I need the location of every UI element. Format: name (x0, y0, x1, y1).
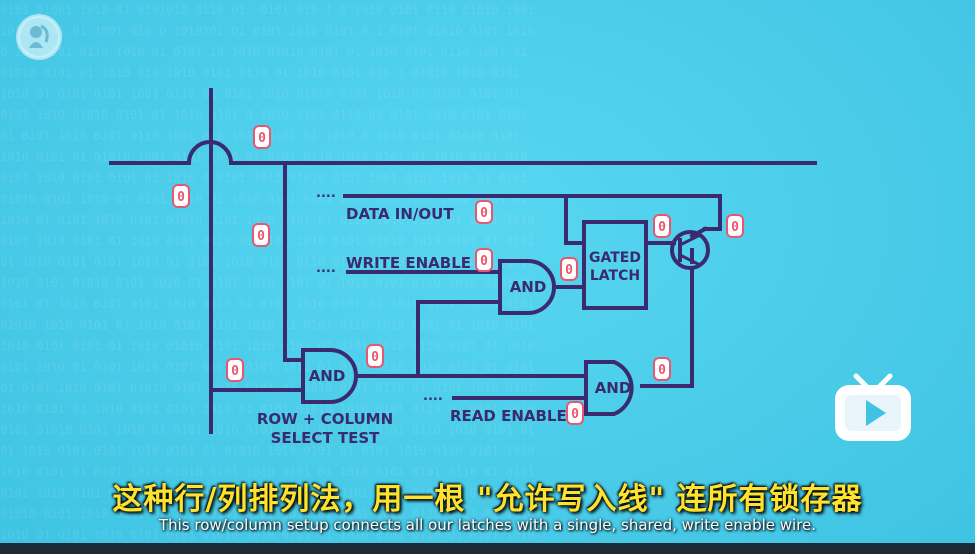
subtitle-chinese: 这种行/列排列法，用一根 "允许写入线" 连所有锁存器 (112, 482, 863, 517)
bit-zero-markers: 0 0 0 0 0 0 0 0 0 0 0 0 (172, 125, 744, 425)
svg-text:0: 0 (177, 190, 185, 205)
data-in-out-label: DATA IN/OUT (346, 205, 454, 223)
svg-text:0: 0 (658, 363, 666, 378)
bit-zero-badge: 0 (366, 344, 384, 368)
memory-circuit-diagram: DATA IN/OUT WRITE ENABLE READ ENABLE ROW… (109, 88, 817, 447)
svg-text:0: 0 (257, 229, 265, 244)
svg-text:0: 0 (571, 407, 579, 422)
bit-zero-badge: 0 (566, 401, 584, 425)
transistor-icon (670, 230, 710, 270)
bit-zero-badge: 0 (560, 257, 578, 281)
gated-latch-label-line1: GATED (589, 250, 641, 266)
write-enable-label: WRITE ENABLE (346, 254, 471, 272)
row-tap-wire (283, 161, 305, 362)
svg-text:0: 0 (258, 131, 266, 146)
svg-text:0: 0 (658, 220, 666, 235)
select-to-write-and-wire (416, 300, 502, 378)
data-in-out-wire (343, 194, 722, 231)
bit-zero-badge: 0 (252, 223, 270, 247)
svg-text:0: 0 (731, 220, 739, 235)
bit-zero-badge: 0 (253, 125, 271, 149)
svg-text:0: 0 (480, 254, 488, 269)
bilibili-tv-play-icon[interactable] (832, 372, 914, 444)
data-to-latch-wire (564, 194, 586, 245)
read-enable-label: READ ENABLE (450, 407, 567, 425)
row-column-label-line2: SELECT TEST (271, 429, 381, 447)
player-bottom-bar (0, 543, 975, 554)
gated-latch-box (582, 220, 648, 310)
read-and-gate (584, 360, 634, 416)
bit-zero-badge: 0 (226, 358, 244, 382)
bit-zero-badge: 0 (475, 200, 493, 224)
select-and-gate (301, 348, 358, 404)
write-ellipsis: .... (316, 261, 336, 276)
read-and-to-transistor-wire (640, 267, 694, 388)
read-ellipsis: .... (423, 389, 443, 404)
svg-text:0: 0 (480, 206, 488, 221)
svg-text:0: 0 (371, 350, 379, 365)
bit-zero-badge: 0 (172, 184, 190, 208)
gated-latch-label-line2: LATCH (590, 268, 640, 284)
write-and-gate (498, 259, 556, 315)
bit-zero-badge: 0 (475, 248, 493, 272)
pbs-logo-icon (16, 14, 62, 60)
subtitle-english: This row/column setup connects all our l… (158, 516, 817, 534)
data-ellipsis: .... (316, 186, 336, 201)
read-and-label: AND (595, 379, 632, 397)
bit-zero-badge: 0 (653, 214, 671, 238)
svg-text:0: 0 (565, 263, 573, 278)
bit-zero-badge: 0 (726, 214, 744, 238)
row-column-label-line1: ROW + COLUMN (257, 410, 393, 428)
svg-text:0: 0 (231, 364, 239, 379)
bit-zero-badge: 0 (653, 357, 671, 381)
select-and-label: AND (309, 367, 346, 385)
row-wire (109, 140, 817, 165)
write-and-label: AND (510, 278, 547, 296)
